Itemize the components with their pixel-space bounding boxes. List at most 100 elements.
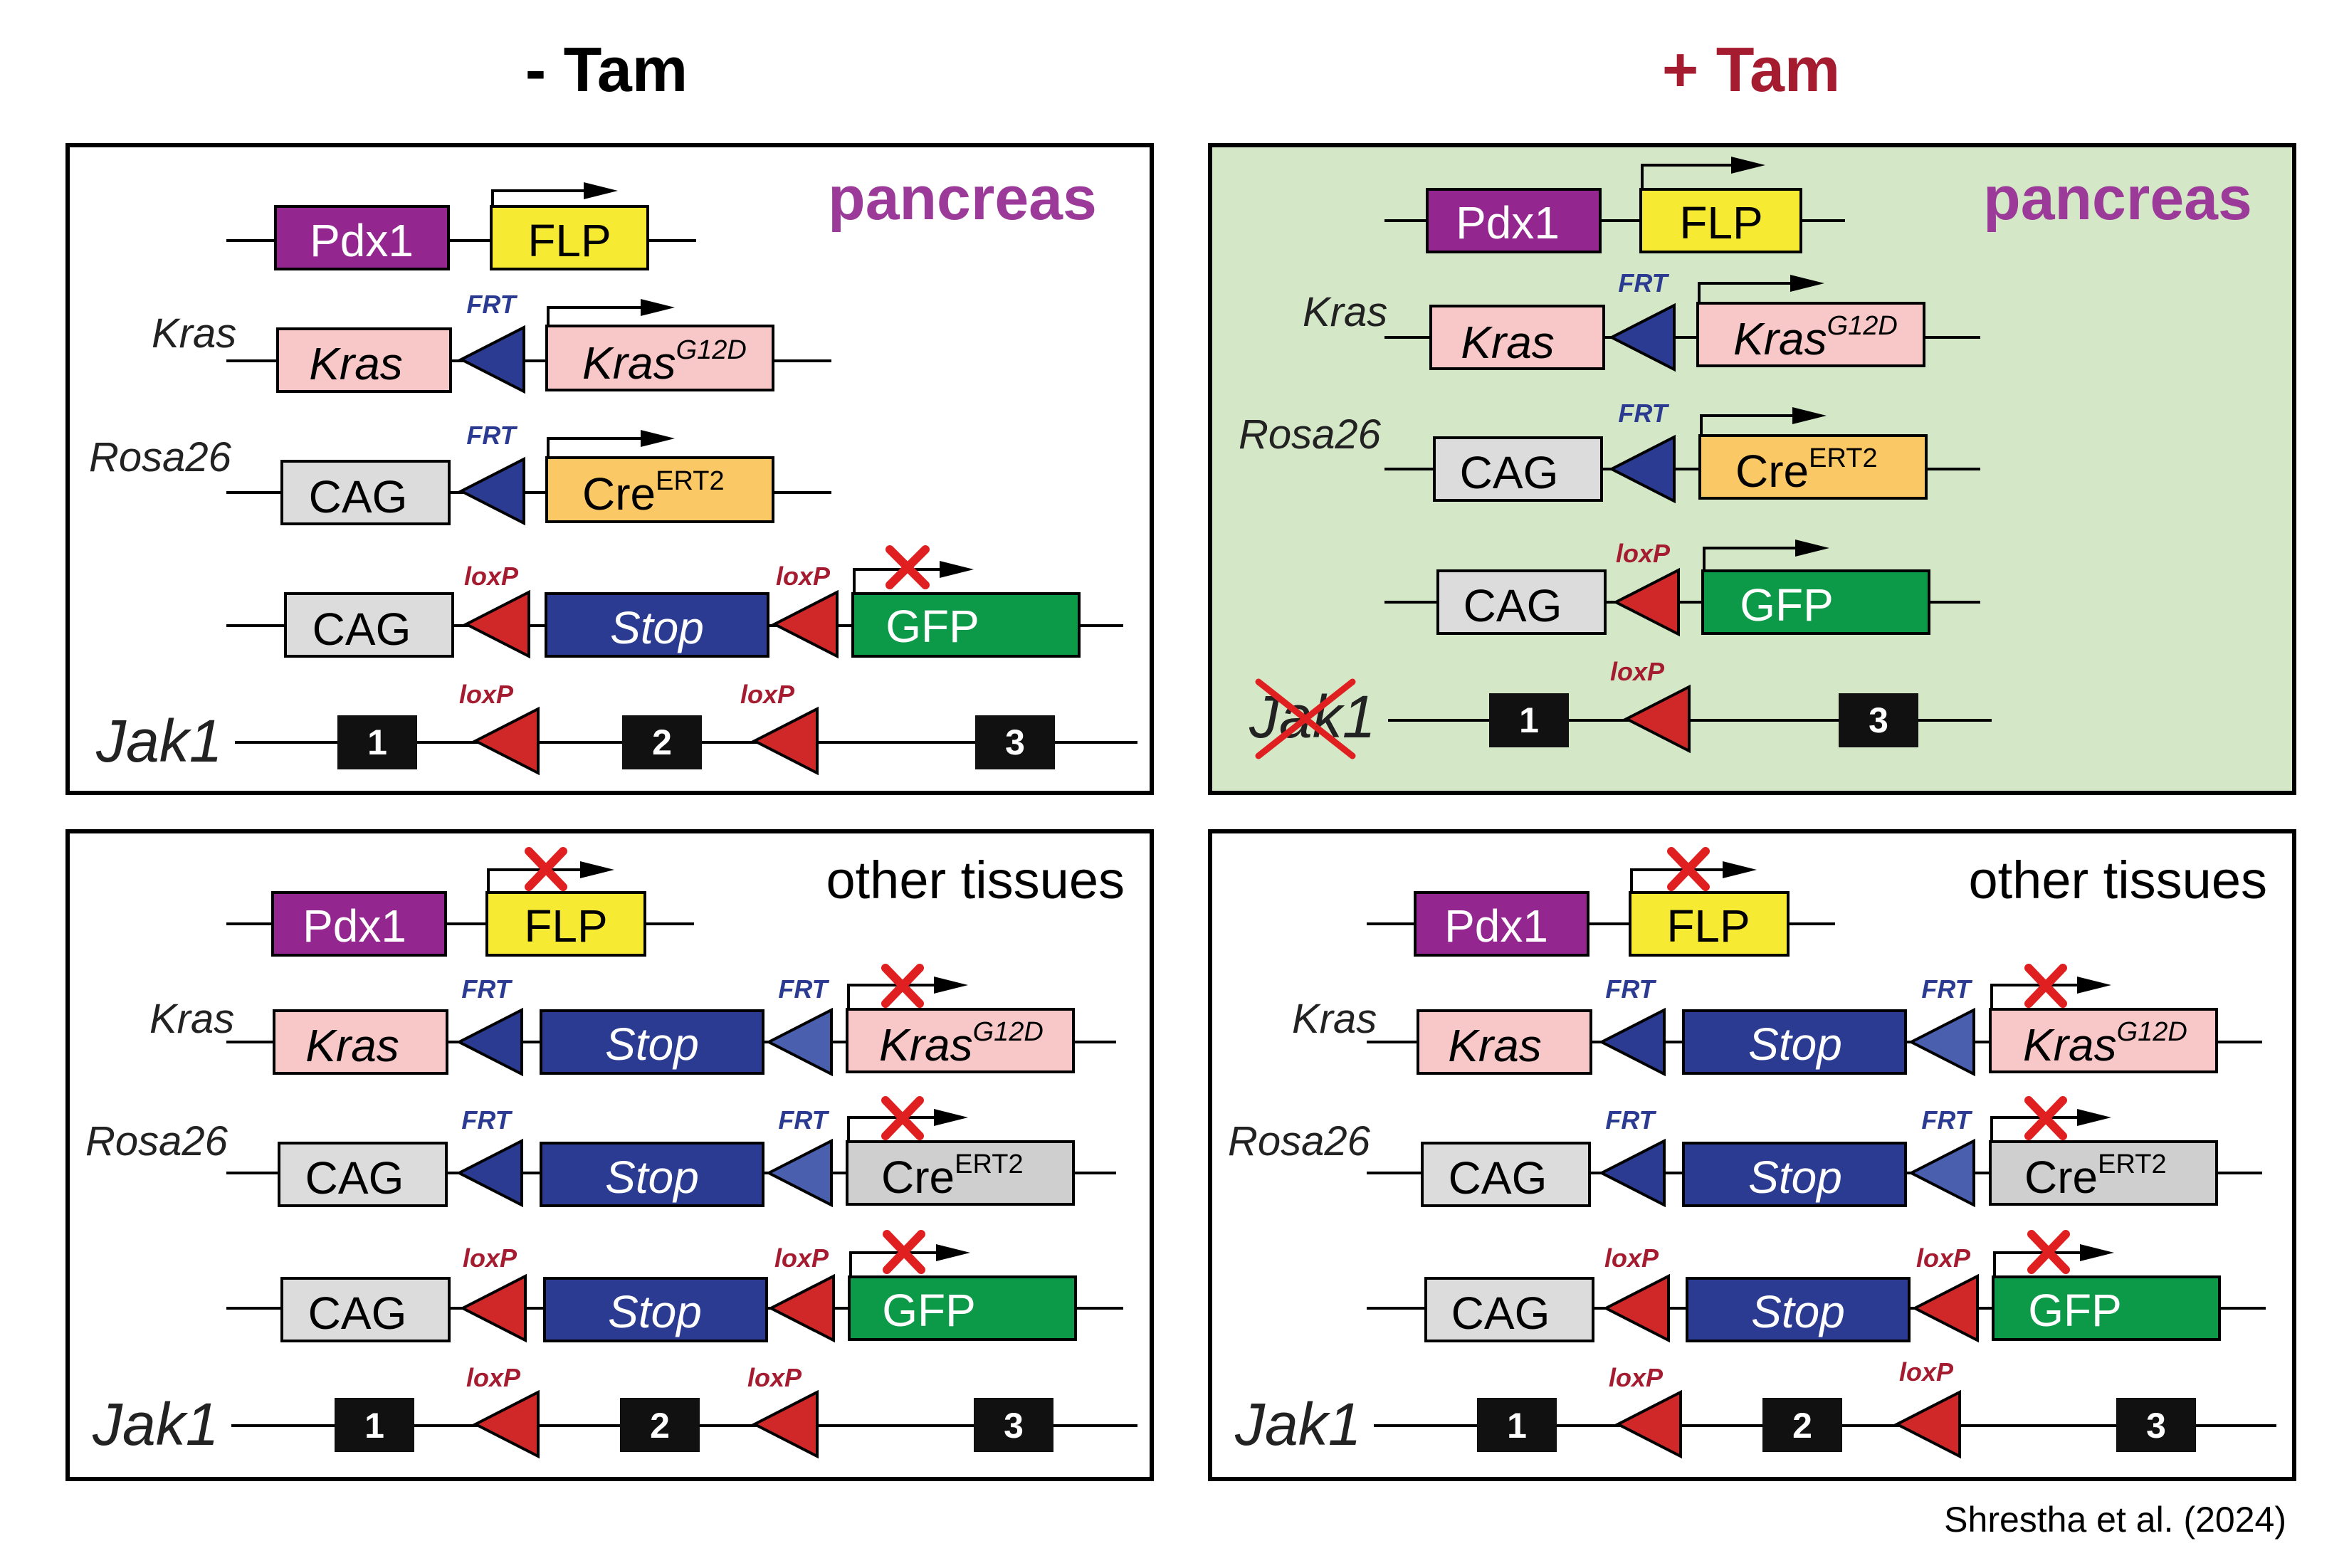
panel-title-other-tissues: other tissues [826, 851, 1125, 910]
kras-label: Kras [1461, 317, 1555, 368]
kras-locus-label: Kras [1303, 289, 1387, 335]
rosa26-locus-label: Rosa26 [1239, 411, 1382, 458]
frt-site [765, 1138, 833, 1208]
loxp-label: loxP [1604, 1243, 1659, 1273]
kras-box [273, 1009, 448, 1075]
row-kras: Kras Kras FRT KrasG12D [1303, 268, 1980, 372]
promoter-arrow-head [1795, 540, 1829, 557]
blocked-cross-icon [1667, 847, 1710, 891]
cre-label: CreERT2 [582, 466, 725, 520]
row-rosa26: Rosa26 CAG FRT CreERT2 [1239, 399, 1980, 504]
promoter-arrow-head [641, 299, 675, 316]
stop-label: Stop [610, 602, 704, 653]
cag-label: CAG [308, 1288, 407, 1339]
row-rosa26: Rosa26 CAG FRT CreERT2 [89, 421, 831, 526]
loxp-site [751, 1389, 819, 1459]
promoter-arrow-head [936, 1244, 970, 1261]
panel-title-other-tissues: other tissues [1968, 851, 2267, 910]
promoter-arrow-head [934, 977, 968, 994]
exon-2 [1762, 1398, 1842, 1452]
loxp-site [1614, 1389, 1682, 1459]
cag-box [280, 1277, 451, 1342]
pdx1-box [274, 205, 450, 270]
frt-label: FRT [1605, 1105, 1656, 1135]
frt-label: FRT [1618, 268, 1669, 298]
kras-g12d-label: KrasG12D [1733, 311, 1898, 364]
stop-box [1682, 1142, 1907, 1207]
cag-box [284, 592, 454, 658]
loxp-site [463, 589, 530, 659]
exon-1 [335, 1398, 414, 1452]
exon-2-label: 2 [1792, 1406, 1812, 1446]
row-recombined-gfp: CAG loxP GFP [1384, 539, 1980, 637]
exon-1-label: 1 [1507, 1406, 1527, 1446]
stop-box [540, 1142, 764, 1207]
exon-3-label: 3 [1005, 722, 1025, 762]
pdx1-label: Pdx1 [310, 215, 414, 266]
figure-credit: Shrestha et al. (2024) [1944, 1500, 2286, 1540]
exon-1 [1477, 1398, 1557, 1452]
frt-site [765, 1007, 833, 1077]
cre-label: CreERT2 [1735, 443, 1878, 497]
row-stop-gfp: CAG loxP Stop loxP GFP [1367, 1230, 2266, 1343]
exon-3-label: 3 [1004, 1406, 1024, 1446]
panel-minus-tam-pancreas: pancreas Pdx1 FLP Kras Kras FRT KrasG12D [65, 143, 1154, 795]
loxp-label: loxP [1610, 657, 1665, 686]
loxp-label: loxP [776, 562, 831, 591]
cag-box [1436, 569, 1607, 635]
stop-label: Stop [605, 1019, 699, 1070]
cag-box [1424, 1277, 1594, 1342]
kras-label: Kras [305, 1020, 399, 1071]
exon-2-label: 2 [652, 722, 672, 762]
cre-label: CreERT2 [881, 1149, 1024, 1203]
loxp-label: loxP [1609, 1363, 1664, 1392]
row-kras: Kras Kras FRT Stop FRT KrasG12D [1292, 964, 2262, 1077]
blocked-cross-icon [881, 964, 924, 1008]
header-minus-tam: - Tam [525, 34, 688, 105]
flp-label: FLP [1666, 900, 1750, 952]
frt-label: FRT [778, 1105, 829, 1135]
frt-label: FRT [461, 1105, 513, 1135]
promoter-arrow-head [1723, 861, 1757, 878]
cre-box-inactive [846, 1140, 1075, 1206]
frt-label: FRT [1921, 1105, 1972, 1135]
promoter-arrow-head [584, 182, 618, 199]
stop-box [543, 1277, 768, 1342]
exon-1-label: 1 [1519, 700, 1539, 740]
cag-label: CAG [1449, 1152, 1547, 1204]
row-jak1: Jak1 1 loxP 2 loxP 3 [95, 680, 1137, 776]
cag-label: CAG [1463, 580, 1562, 631]
kras-box [1429, 305, 1605, 370]
gfp-label: GFP [886, 601, 979, 652]
row-kras: Kras Kras FRT Stop FRT KrasG12D [149, 964, 1116, 1077]
promoter-arrow [1641, 164, 1731, 189]
kras-g12d-box [545, 325, 774, 391]
flp-box [485, 891, 646, 957]
loxp-site [459, 1273, 527, 1343]
cre-box [1698, 434, 1928, 500]
row-pdx1-flp: Pdx1 FLP [226, 847, 694, 957]
exon-3-label: 3 [2146, 1406, 2166, 1446]
blocked-cross-icon [2024, 964, 2067, 1008]
frt-site [1908, 1138, 1975, 1208]
gfp-box [1701, 569, 1930, 635]
row-kras: Kras Kras FRT KrasG12D [152, 290, 831, 394]
frt-site [456, 1138, 523, 1208]
kras-g12d-box [846, 1008, 1075, 1073]
promoter-arrow [1698, 282, 1790, 303]
promoter-arrow-head [1792, 407, 1827, 424]
exon-2-label: 2 [650, 1406, 670, 1446]
cag-box [1433, 436, 1603, 502]
promoter-arrow-head [1790, 275, 1824, 292]
gfp-label: GFP [2028, 1285, 2122, 1336]
frt-label: FRT [1921, 974, 1972, 1004]
jak1-label: Jak1 [1234, 1391, 1361, 1458]
exon-3 [1839, 693, 1918, 747]
kras-g12d-box [1696, 302, 1925, 367]
cre-box [545, 456, 774, 523]
promoter-arrow [1700, 414, 1792, 436]
stop-box [545, 592, 769, 658]
exon-3 [2116, 1398, 2196, 1452]
